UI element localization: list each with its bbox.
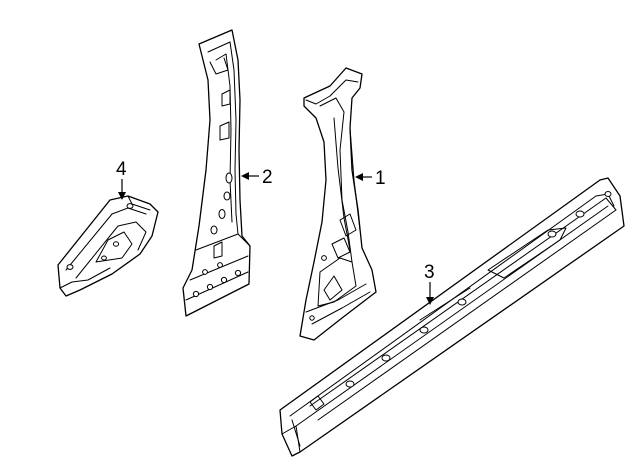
callout-4: 4 bbox=[116, 159, 127, 200]
callout-label-4: 4 bbox=[116, 159, 127, 180]
callout-1: 1 bbox=[355, 168, 386, 189]
callout-arrow-4 bbox=[118, 192, 126, 200]
callout-label-1: 1 bbox=[375, 168, 386, 189]
callout-label-3: 3 bbox=[424, 262, 435, 283]
part-3-rocker-panel bbox=[279, 177, 625, 457]
callout-3: 3 bbox=[424, 262, 435, 305]
callout-label-2: 2 bbox=[262, 167, 273, 188]
part-4-bracket bbox=[57, 195, 159, 297]
part-2-curved-pillar bbox=[182, 29, 251, 317]
callout-arrow-1 bbox=[355, 173, 363, 181]
part-1-center-pillar bbox=[299, 67, 377, 341]
callout-arrow-2 bbox=[241, 172, 249, 180]
callout-arrow-3 bbox=[426, 297, 434, 305]
callout-2: 2 bbox=[241, 167, 273, 188]
